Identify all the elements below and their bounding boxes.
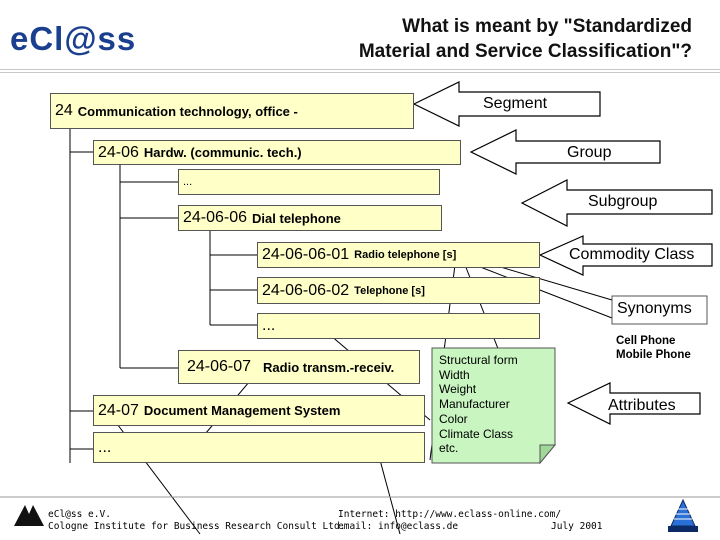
synonyms-box: [611, 295, 708, 325]
attribute-item: Width: [439, 367, 470, 382]
ellipsis-3-text: ...: [98, 438, 112, 456]
header-divider-top: [0, 69, 720, 70]
attributes-note-fold: [539, 444, 557, 465]
footer-org-institute: Cologne Institute for Business Research …: [48, 521, 346, 532]
group-box-2[interactable]: 24-07 Document Management System: [93, 395, 425, 426]
subgroup-box[interactable]: 24-06-06 Dial telephone: [178, 205, 442, 231]
attribute-item: Structural form: [439, 353, 518, 367]
subgroup-code: 24-06-06: [183, 209, 248, 226]
subgroup-2-label: Radio transm.-receiv.: [263, 359, 395, 375]
synonym-item: Cell Phone: [616, 335, 676, 347]
ellipsis-box-3[interactable]: ...: [93, 432, 425, 463]
synonyms-list: Cell Phone Mobile Phone: [616, 334, 691, 362]
title-line-1: What is meant by "Standardized: [402, 16, 692, 37]
synonyms-label: Synonyms: [617, 300, 692, 317]
commodity-class-arrow: [538, 235, 713, 276]
class-2-label: Telephone [s]: [354, 284, 425, 297]
footer-internet[interactable]: Internet: http://www.eclass-online.com/: [338, 509, 562, 520]
attribute-item: etc.: [439, 441, 459, 456]
ellipsis-box-2[interactable]: ...: [257, 313, 540, 339]
link-class-to-synonyms-b: [469, 262, 613, 319]
attribute-item: Weight: [439, 382, 477, 397]
segment-box[interactable]: 24 Communication technology, office -: [50, 93, 414, 129]
commodity-class-arrow-label: Commodity Class: [569, 246, 695, 263]
group-arrow-label: Group: [567, 144, 612, 161]
segment-code: 24: [55, 102, 73, 119]
attributes-list: Structural form Width Weight Manufacture…: [439, 353, 518, 456]
footer-logo-icon: [14, 505, 44, 526]
attribute-item: Manufacturer: [439, 397, 510, 412]
footer-contact: Internet: http://www.eclass-online.com/ …: [338, 509, 561, 533]
group-2-code: 24-07: [98, 401, 139, 419]
commodity-class-box-2[interactable]: 24-06-06-02 Telephone [s]: [257, 277, 540, 304]
eclass-logo: eCl@ss: [10, 20, 137, 57]
ellipsis-1-text: ...: [183, 176, 193, 188]
commodity-class-box-1[interactable]: 24-06-06-01 Radio telephone [s]: [257, 242, 540, 268]
ellipsis-2-text: ...: [262, 317, 276, 334]
subgroup-box-2[interactable]: 24-06-07 Radio transm.-receiv.: [178, 350, 420, 384]
group-code: 24-06: [98, 143, 139, 161]
footer-org-name: eCl@ss e.V.: [48, 509, 111, 520]
attributes-arrow-label: Attributes: [608, 397, 676, 414]
segment-label: Communication technology, office -: [77, 103, 298, 119]
class-1-code: 24-06-06-01: [262, 246, 350, 263]
title-line-2: Material and Service Classification"?: [358, 41, 692, 62]
segment-arrow: [412, 81, 601, 127]
footer-email[interactable]: email: info@eclass.de: [338, 521, 459, 532]
class-1-label: Radio telephone [s]: [354, 249, 457, 261]
synonym-item: Mobile Phone: [616, 349, 691, 361]
group-label: Hardw. (communic. tech.): [143, 145, 302, 160]
subgroup-label: Dial telephone: [252, 210, 341, 226]
attribute-item: Color: [439, 411, 468, 426]
subgroup-2-code: 24-06-07: [187, 358, 252, 375]
attributes-arrow: [566, 382, 701, 425]
footer-date: July 2001: [551, 521, 603, 532]
group-arrow: [469, 129, 661, 175]
segment-arrow-label: Segment: [483, 95, 548, 112]
attribute-item: Climate Class: [439, 426, 514, 441]
slide-title: What is meant by "Standardized Material …: [212, 14, 692, 64]
group-2-label: Document Management System: [143, 403, 341, 418]
subgroup-arrow: [520, 179, 713, 227]
pyramid-icon: [668, 498, 698, 532]
subgroup-arrow-label: Subgroup: [588, 193, 658, 210]
header-divider-bottom: [0, 72, 720, 73]
ellipsis-box-1[interactable]: ...: [178, 169, 440, 195]
footer-organization: eCl@ss e.V. Cologne Institute for Busine…: [48, 509, 345, 533]
class-2-code: 24-06-06-02: [262, 281, 350, 299]
group-box[interactable]: 24-06 Hardw. (communic. tech.): [93, 140, 461, 165]
